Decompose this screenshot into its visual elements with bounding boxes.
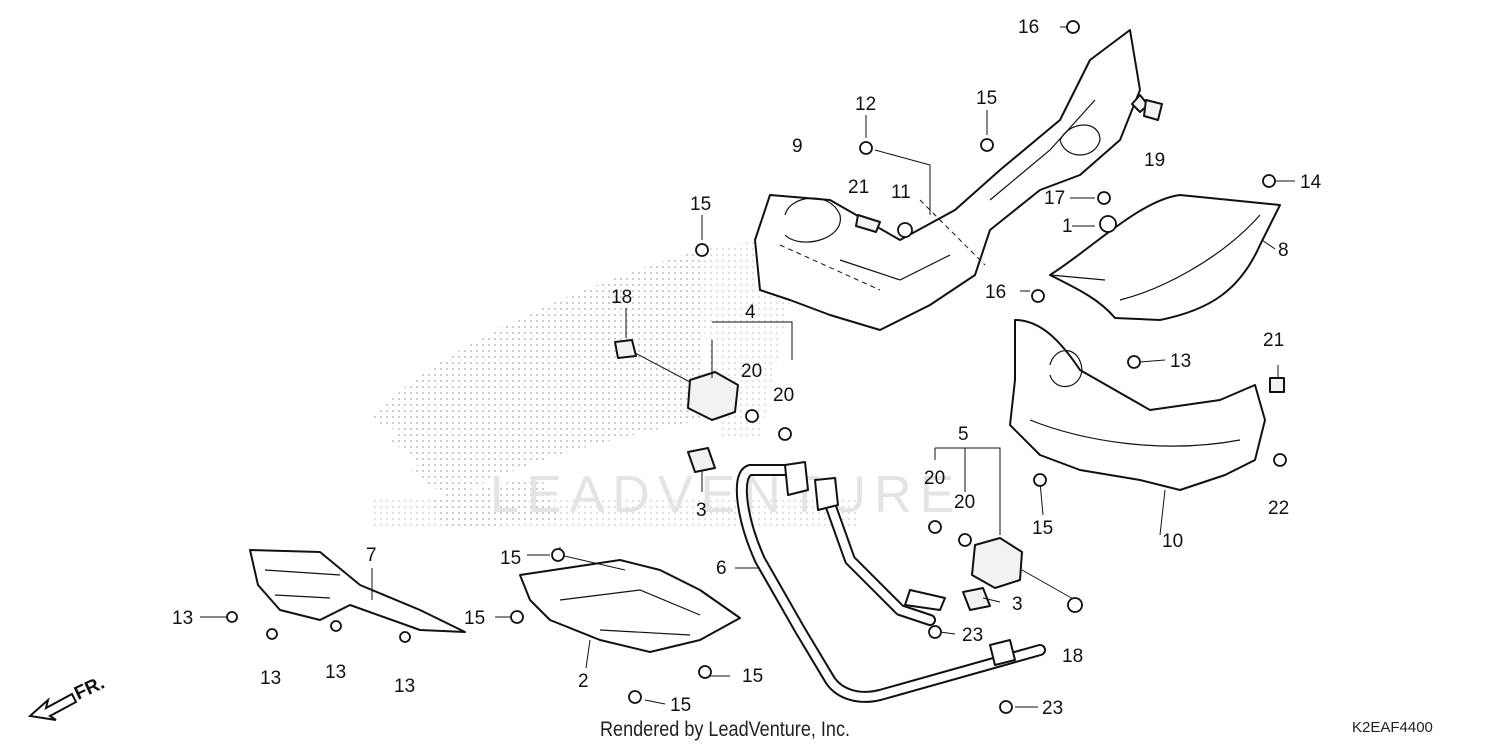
- bolt-icon: [695, 243, 709, 257]
- fasteners: [226, 20, 1287, 714]
- clip-icon: [1127, 355, 1141, 369]
- callout: 13: [1170, 351, 1191, 372]
- bolt-icon: [999, 700, 1013, 714]
- callout: 23: [1042, 698, 1063, 719]
- callout: 15: [742, 666, 763, 687]
- grommet-icon: [1099, 215, 1117, 233]
- bolt-icon: [1097, 191, 1111, 205]
- callout: 18: [1062, 646, 1083, 667]
- callout: 19: [1144, 150, 1165, 171]
- callout: 3: [696, 500, 707, 521]
- callout: 16: [985, 282, 1006, 303]
- callout: 20: [773, 385, 794, 406]
- clip-icon: [266, 628, 278, 640]
- part-5-clamp: [971, 537, 1023, 589]
- part-3-clip-lower: [962, 587, 991, 611]
- bolt-icon: [510, 610, 524, 624]
- callout: 13: [260, 668, 281, 689]
- part-3-clip-upper: [687, 447, 716, 473]
- callout: 20: [741, 361, 762, 382]
- callout: 16: [1018, 17, 1039, 38]
- front-direction-label: FR.: [71, 673, 108, 705]
- callout: 10: [1162, 531, 1183, 552]
- callout: 1: [1062, 216, 1073, 237]
- bolt-icon: [698, 665, 712, 679]
- callout: 7: [366, 545, 377, 566]
- callout: 15: [670, 695, 691, 716]
- washer-icon: [958, 533, 972, 547]
- part-8-upper-cover: [1049, 194, 1281, 321]
- bolt-icon: [1273, 453, 1287, 467]
- washer-icon: [897, 222, 913, 238]
- callout: 21: [1263, 330, 1284, 351]
- part-2-under-cover: [519, 559, 741, 653]
- washer-icon: [778, 427, 792, 441]
- bolt-icon: [614, 339, 637, 359]
- part-6-bumper-frame: [735, 461, 1046, 703]
- rendered-by-credit: Rendered by LeadVenture, Inc.: [600, 718, 851, 741]
- callout: 13: [172, 608, 193, 629]
- part-9-inner-cover: [754, 29, 1149, 331]
- bolt-icon: [1033, 473, 1047, 487]
- bolt-icon: [628, 690, 642, 704]
- bolt-icon: [1066, 20, 1080, 34]
- callout: 11: [891, 182, 911, 203]
- diagram-code: K2EAF4400: [1352, 719, 1433, 736]
- callout: 14: [1300, 172, 1322, 193]
- callout: 22: [1268, 498, 1289, 519]
- bolt-icon: [980, 138, 994, 152]
- clip-icon: [1262, 174, 1276, 188]
- watermark: LEADVENTURE: [490, 466, 962, 524]
- clip-icon: [1143, 99, 1163, 121]
- callout: 5: [958, 424, 969, 445]
- callout: 15: [464, 608, 485, 629]
- bolt-icon: [551, 548, 565, 562]
- clip-icon: [226, 611, 238, 623]
- callout: 20: [954, 492, 975, 513]
- callout: 6: [716, 558, 727, 579]
- washer-icon: [928, 520, 942, 534]
- callout: 13: [394, 676, 415, 697]
- callout: 9: [792, 136, 803, 157]
- front-direction-arrow: FR.: [27, 673, 108, 721]
- callout: 4: [745, 302, 756, 323]
- part-7-left-cover: [249, 549, 466, 633]
- spring-nut-icon: [855, 214, 881, 233]
- callout: 15: [690, 194, 711, 215]
- callout-labels: 16 12 15 19 9 21 11 15 17 14 1 8 16 18 4…: [172, 17, 1322, 719]
- leader-lines: [200, 26, 1295, 708]
- callout: 3: [1012, 594, 1023, 615]
- callout: 23: [962, 625, 983, 646]
- bolt-icon: [1067, 597, 1083, 613]
- bolt-icon: [859, 141, 873, 155]
- callout: 12: [855, 94, 876, 115]
- callout: 8: [1278, 240, 1289, 261]
- callout: 13: [325, 662, 346, 683]
- bolt-icon: [1031, 289, 1045, 303]
- washer-icon: [745, 409, 759, 423]
- callout: 15: [500, 548, 521, 569]
- callout: 21: [848, 177, 869, 198]
- callout: 15: [1032, 518, 1053, 539]
- part-4-clamp: [687, 371, 739, 421]
- callout: 2: [578, 671, 589, 692]
- bolt-icon: [928, 625, 942, 639]
- callout: 15: [976, 88, 997, 109]
- clip-icon: [399, 631, 411, 643]
- callout: 17: [1044, 188, 1065, 209]
- callout: 20: [924, 468, 945, 489]
- spring-nut-icon: [1269, 377, 1285, 393]
- callout: 18: [611, 287, 632, 308]
- clip-icon: [330, 620, 342, 632]
- part-10-lower-cover: [1009, 319, 1266, 491]
